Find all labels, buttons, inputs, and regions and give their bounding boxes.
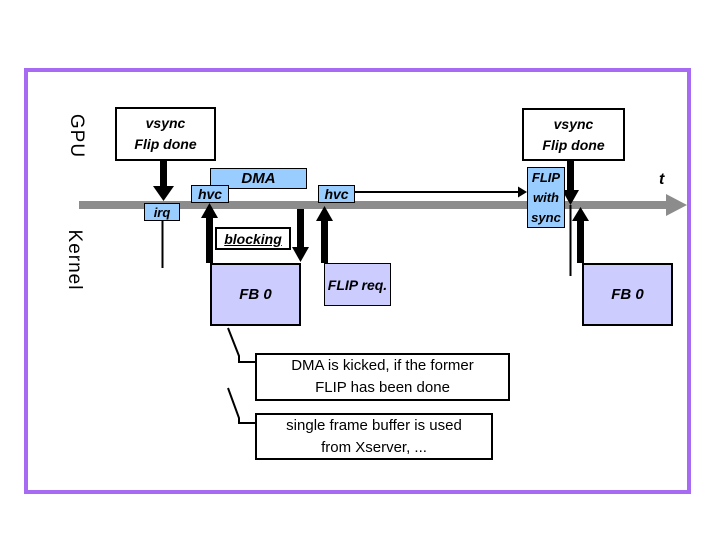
blocking-box: blocking <box>215 227 291 250</box>
vsync-flip-done-box-left: vsync Flip done <box>115 107 216 161</box>
fb0-box-right: FB 0 <box>582 263 673 326</box>
hvc-to-flip-arrow <box>355 186 527 198</box>
slide-border <box>24 68 691 494</box>
flip-with-sync-box: FLIP with sync <box>527 167 565 228</box>
fb0-to-timeline-up-arrow-right <box>572 207 589 263</box>
t-axis-label: t <box>659 171 665 188</box>
time-axis-arrowhead <box>666 194 687 216</box>
dma-box: DMA <box>210 168 307 189</box>
flip-req-to-hvc-up-arrow <box>316 206 333 263</box>
fb0-to-hvc-up-arrow <box>201 203 218 263</box>
irq-box: irq <box>144 203 180 221</box>
callout-dma-kicked: DMA is kicked, if the former FLIP has be… <box>255 353 510 401</box>
callout-single-buffer: single frame buffer is used from Xserver… <box>255 413 493 460</box>
callout-connector-1 <box>227 327 255 363</box>
vsync-flip-done-box-right: vsync Flip done <box>522 108 625 161</box>
flip-req-box: FLIP req. <box>324 263 391 306</box>
fb0-box-left: FB 0 <box>210 263 301 326</box>
vsync-irq-down-arrow <box>153 161 174 201</box>
time-axis <box>79 194 687 216</box>
vsync-down-arrow-right <box>562 161 579 205</box>
callout-connector-2 <box>227 387 255 424</box>
hvc-box-left: hvc <box>191 185 229 203</box>
dma-to-fb0-down-arrow <box>292 209 309 262</box>
hvc-box-right: hvc <box>318 185 355 203</box>
